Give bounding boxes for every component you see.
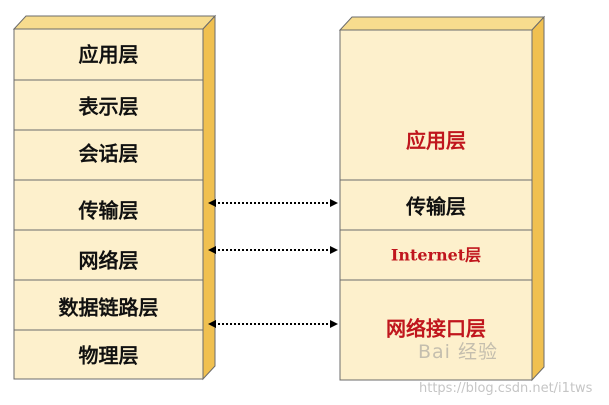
tcpip-stack: 应用层 传输层 Internet层 网络接口层 [338, 15, 546, 382]
osi-stack: 应用层 表示层 会话层 传输层 网络层 数据链路层 物理层 [12, 14, 217, 381]
tcpip-stack-top-face [338, 16, 546, 31]
osi-layer-session[interactable]: 会话层 [13, 129, 204, 181]
osi-layer-data-link[interactable]: 数据链路层 [13, 279, 204, 331]
osi-stack-side-face [202, 14, 216, 381]
osi-layer-label: 网络层 [79, 249, 139, 273]
osi-layer-label: 传输层 [78, 199, 139, 223]
mapping-arrows [208, 199, 338, 328]
tcpip-layer-transport[interactable]: 传输层 [339, 179, 533, 231]
tcpip-layer-label: Internet层 [391, 246, 481, 265]
osi-stack-top-face [12, 15, 217, 30]
tcpip-layer-label: 网络接口层 [386, 317, 486, 341]
osi-layer-label: 应用层 [79, 43, 139, 67]
osi-layer-application[interactable]: 应用层 [13, 28, 204, 81]
osi-layer-network[interactable]: 网络层 [13, 229, 204, 281]
tcpip-layer-internet[interactable]: Internet层 [339, 229, 533, 281]
tcpip-stack-side-face [531, 15, 545, 382]
osi-layer-transport[interactable]: 传输层 [13, 179, 204, 231]
tcpip-layer-label: 应用层 [406, 129, 466, 153]
osi-layer-physical[interactable]: 物理层 [13, 329, 204, 380]
baidu-watermark: Bai 经验 [418, 341, 498, 363]
tcpip-layer-application[interactable]: 应用层 [339, 29, 533, 181]
tcpip-layer-network-interface[interactable]: 网络接口层 [339, 279, 533, 381]
osi-layer-label: 数据链路层 [59, 296, 159, 320]
osi-layer-label: 表示层 [79, 95, 139, 119]
osi-layer-presentation[interactable]: 表示层 [13, 79, 204, 131]
tcpip-layer-label: 传输层 [405, 195, 466, 219]
osi-layer-label: 会话层 [79, 142, 139, 166]
osi-layer-label: 物理层 [79, 344, 139, 368]
csdn-url-watermark: https://blog.csdn.net/i1tws [419, 381, 593, 396]
